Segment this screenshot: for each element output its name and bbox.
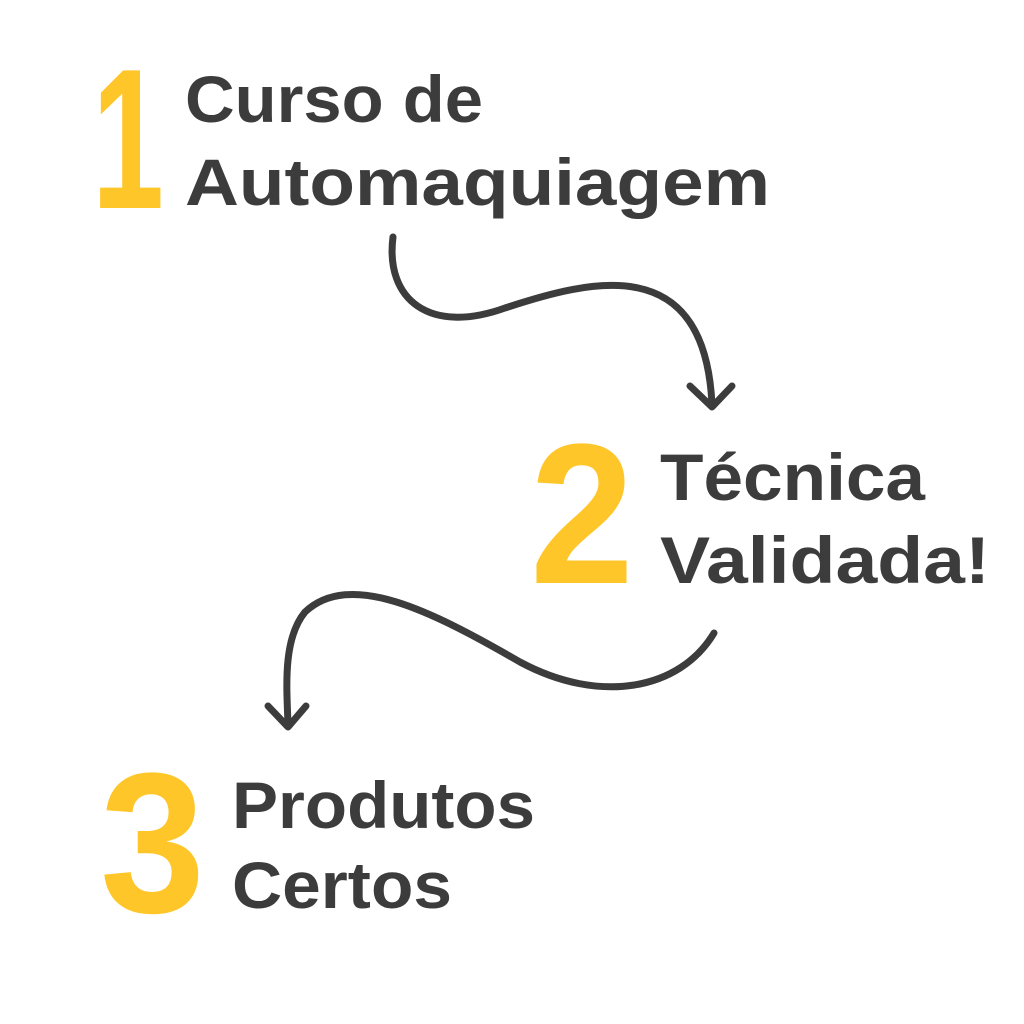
step-label-line2: Validada! [660, 523, 990, 597]
step-number: 1 [92, 28, 164, 251]
arrow-2-to-3 [264, 591, 718, 731]
step-3: 3 Produtos Certos [100, 732, 535, 955]
curved-arrow-icon [283, 591, 718, 729]
step-label-line1: Produtos [232, 768, 535, 842]
step-label-line2: Automaquiagem [185, 145, 770, 219]
step-number: 2 [530, 403, 634, 626]
step-2: 2 Técnica Validada! [530, 403, 990, 626]
arrow-1-to-2 [388, 233, 736, 411]
step-label-line1: Técnica [660, 440, 926, 514]
step-number: 3 [100, 732, 205, 955]
step-label-line1: Curso de [185, 62, 483, 136]
arrowhead-icon [686, 382, 736, 411]
step-1: 1 Curso de Automaquiagem [92, 28, 770, 251]
arrowhead-icon [264, 702, 310, 731]
curved-arrow-icon [388, 233, 716, 409]
step-label-line2: Certos [232, 848, 452, 922]
